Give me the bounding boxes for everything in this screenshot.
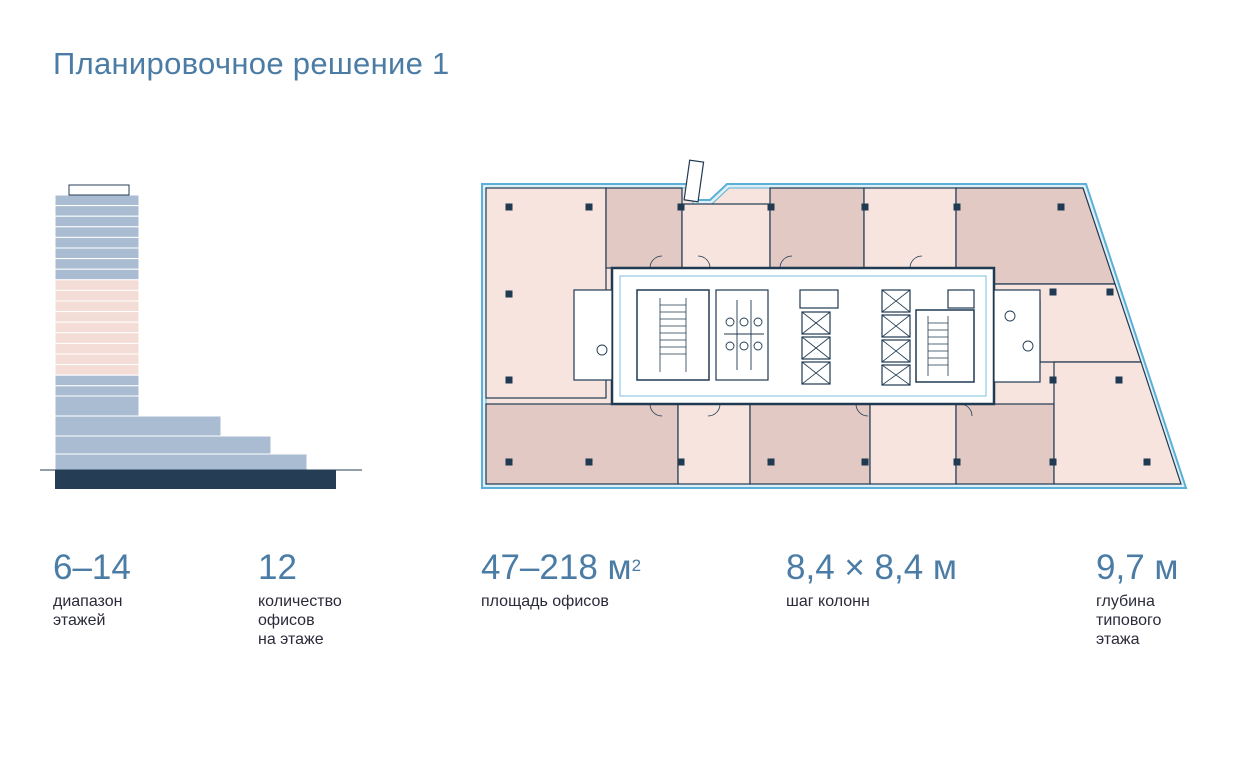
- column: [1106, 288, 1114, 296]
- stat-label: площадь офисов: [481, 593, 609, 610]
- stat-value: 47–218 м2: [481, 548, 642, 587]
- stat-value: 12: [258, 548, 297, 587]
- entrance-stub: [683, 159, 705, 203]
- office-unit: [863, 187, 957, 269]
- office-unit: [605, 187, 683, 269]
- column: [505, 203, 513, 211]
- floor-plan-diagram: [481, 159, 1188, 489]
- column: [953, 203, 961, 211]
- column: [1049, 376, 1057, 384]
- column: [1143, 458, 1151, 466]
- column: [1057, 203, 1065, 211]
- stat-value: 6–14: [53, 548, 131, 587]
- column: [505, 458, 513, 466]
- column: [861, 203, 869, 211]
- column: [767, 203, 775, 211]
- column: [677, 458, 685, 466]
- stat-label: шаг колонн: [786, 593, 870, 610]
- stat-value: 9,7 м: [1096, 548, 1179, 587]
- office-unit: [769, 187, 865, 269]
- office-unit: [681, 203, 771, 269]
- column: [953, 458, 961, 466]
- restroom: [715, 289, 769, 381]
- page-title: Планировочное решение 1: [53, 46, 450, 81]
- stairwell: [636, 289, 710, 381]
- structural-columns: [505, 203, 1151, 466]
- column: [1115, 376, 1123, 384]
- office-unit: [1053, 361, 1182, 485]
- office-unit: [677, 403, 751, 485]
- column: [1049, 288, 1057, 296]
- column: [861, 458, 869, 466]
- office-unit: [869, 403, 957, 485]
- column: [585, 203, 593, 211]
- office-unit: [955, 403, 1055, 485]
- office-unit: [485, 403, 679, 485]
- column: [767, 458, 775, 466]
- stat-office-area: 47–218 м2 площадь офисов: [481, 548, 641, 611]
- column: [505, 376, 513, 384]
- tower-base: [55, 470, 336, 489]
- building-core: [573, 266, 1041, 406]
- stat-value: 8,4 × 8,4 м: [786, 548, 957, 587]
- stairwell: [915, 309, 975, 383]
- column: [1049, 458, 1057, 466]
- tower-rooftop: [68, 184, 130, 196]
- stat-column-grid: 8,4 × 8,4 м шаг колонн: [786, 548, 957, 611]
- door-swings: [649, 255, 973, 417]
- column: [585, 458, 593, 466]
- office-row-bottom: [485, 361, 1182, 485]
- tower-elevation-diagram: [40, 184, 362, 489]
- office-unit: [749, 403, 871, 485]
- column: [505, 290, 513, 298]
- column: [677, 203, 685, 211]
